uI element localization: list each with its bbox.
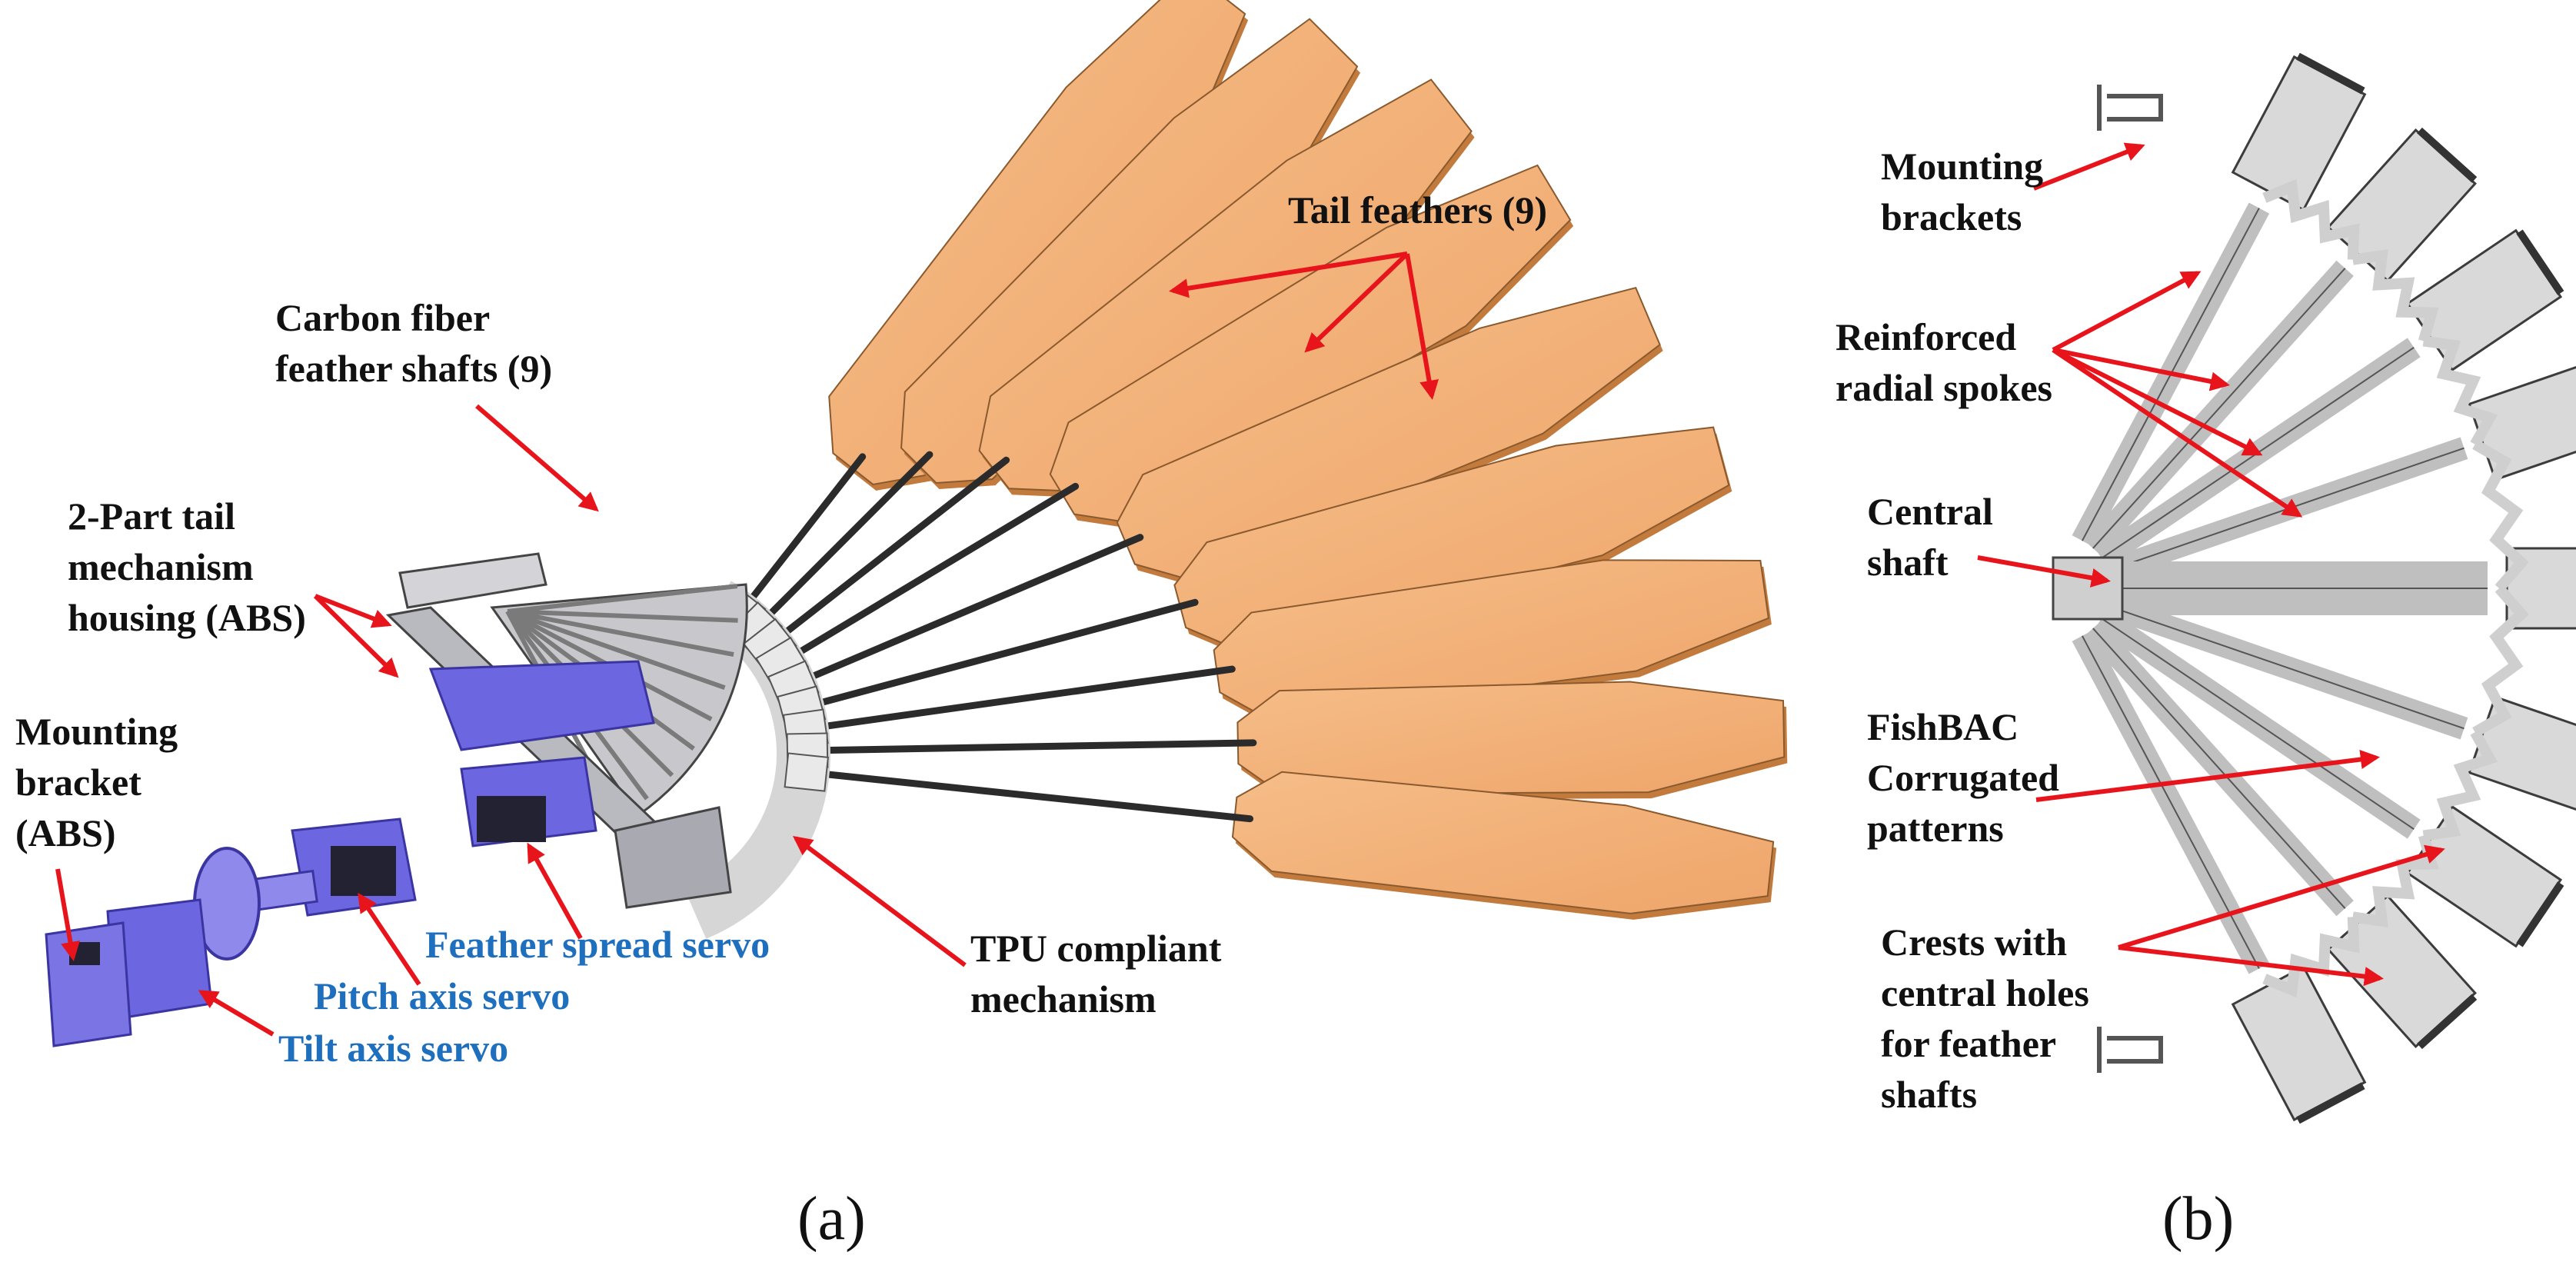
callout-arrow bbox=[1405, 253, 1439, 400]
mounting-bracket-fork bbox=[2097, 1027, 2163, 1073]
housing-spoke bbox=[507, 584, 738, 614]
crest-end bbox=[2417, 127, 2478, 183]
label-feather-spread-servo: Feather spread servo bbox=[425, 923, 770, 966]
housing-upper-part bbox=[398, 552, 547, 609]
label-mounting-bracket: Mounting bracket (ABS) bbox=[15, 710, 178, 854]
tail-feather bbox=[978, 78, 1473, 492]
crest-end bbox=[2296, 1082, 2365, 1124]
callout-arrow bbox=[2035, 749, 2381, 802]
callout-arrow bbox=[2052, 348, 2230, 391]
crest-end bbox=[2296, 52, 2365, 95]
housing-spoke bbox=[507, 609, 734, 658]
panel-b-caption: (b) bbox=[2162, 1185, 2235, 1253]
spoke-outline bbox=[2081, 635, 2260, 969]
fishbac-corrugation bbox=[2351, 249, 2439, 343]
label-tpu-compliant-mechanism: TPU compliant mechanism bbox=[970, 927, 1222, 1021]
crest-end bbox=[2417, 994, 2478, 1050]
label-tail-housing: 2-Part tail mechanism housing (ABS) bbox=[68, 494, 306, 639]
callout-arrow bbox=[2118, 844, 2445, 950]
fishbac-corrugation bbox=[2422, 335, 2498, 448]
tail-feather bbox=[1116, 286, 1661, 580]
servo-mount-plate bbox=[428, 660, 655, 751]
carbon-fiber-shaft bbox=[779, 534, 1144, 693]
carbon-fiber-shaft bbox=[787, 598, 1199, 714]
carbon-fiber-shaft bbox=[768, 482, 1080, 672]
callout-arrow bbox=[475, 404, 599, 512]
label-tail-feathers: Tail feathers (9) bbox=[1288, 188, 1547, 231]
fishbac-corrugation bbox=[2262, 178, 2360, 260]
spoke-outline bbox=[2092, 628, 2346, 909]
carbon-fiber-shaft bbox=[744, 451, 934, 641]
callout-arrow bbox=[55, 868, 80, 961]
label-tilt-axis-servo: Tilt axis servo bbox=[278, 1027, 509, 1070]
fishbac-corrugation bbox=[2472, 439, 2529, 592]
crest-end bbox=[2516, 229, 2564, 295]
callout-arrow bbox=[2118, 945, 2385, 987]
callout-arrow bbox=[1977, 555, 2111, 588]
callout-arrow bbox=[1169, 251, 1408, 298]
tail-feather bbox=[900, 18, 1359, 484]
housing-spoke bbox=[507, 609, 726, 691]
housing-side-plate bbox=[614, 806, 732, 909]
mounting-bracket-fork bbox=[2097, 85, 2163, 131]
spoke-outline bbox=[2107, 604, 2465, 730]
tail-feather bbox=[1231, 771, 1775, 914]
label-pitch-axis-servo: Pitch axis servo bbox=[314, 974, 571, 1017]
carbon-fiber-shaft bbox=[728, 453, 867, 628]
housing-spoke bbox=[507, 609, 738, 623]
label-reinforced-radial-spokes: Reinforced radial spokes bbox=[1835, 315, 2053, 409]
feather-crest bbox=[2405, 804, 2563, 948]
carbon-fiber-shaft bbox=[791, 767, 1254, 823]
carbon-fiber-shaft bbox=[757, 456, 1010, 656]
fishbac-corrugation bbox=[2351, 834, 2439, 927]
callout-arrow bbox=[313, 594, 399, 678]
label-mounting-brackets: Mounting brackets bbox=[1881, 145, 2044, 238]
feather-crest bbox=[2405, 228, 2563, 372]
panel-a-caption: (a) bbox=[797, 1185, 866, 1253]
callout-arrow bbox=[2052, 348, 2303, 518]
mounting-bracket-body bbox=[45, 921, 132, 1047]
tail-feather bbox=[1173, 426, 1730, 650]
carbon-fiber-shaft bbox=[790, 665, 1236, 734]
feather-spread-servo-horn bbox=[477, 796, 546, 842]
spoke-outline bbox=[2101, 618, 2415, 830]
fishbac-corrugation bbox=[2472, 584, 2529, 738]
spoke-outline bbox=[2092, 268, 2346, 549]
callout-arrow bbox=[1304, 251, 1409, 353]
callout-arrow bbox=[2052, 271, 2202, 352]
label-carbon-fiber-shafts: Carbon fiber feather shafts (9) bbox=[275, 296, 553, 390]
callout-arrow bbox=[2032, 142, 2145, 191]
tail-feather bbox=[1236, 681, 1786, 795]
callout-arrow bbox=[198, 990, 275, 1037]
callout-arrow bbox=[314, 594, 392, 628]
pitch-axis-servo-horn bbox=[331, 846, 396, 896]
callout-arrow bbox=[2052, 348, 2263, 456]
central-shaft-hub bbox=[2052, 556, 2124, 621]
fishbac-corrugation bbox=[2422, 729, 2498, 841]
label-fishbac-patterns: FishBAC Corrugated patterns bbox=[1867, 705, 2059, 850]
callout-arrow bbox=[358, 892, 421, 986]
carbon-fiber-shaft bbox=[792, 739, 1257, 754]
callout-arrow bbox=[527, 842, 583, 940]
tail-feather bbox=[1213, 559, 1769, 719]
label-central-shaft: Central shaft bbox=[1867, 490, 1993, 584]
label-crests-central-holes: Crests with central holes for feather sh… bbox=[1881, 921, 2089, 1116]
callout-arrow bbox=[792, 835, 967, 967]
crest-end bbox=[2516, 881, 2564, 947]
compliant-crest bbox=[784, 752, 829, 792]
